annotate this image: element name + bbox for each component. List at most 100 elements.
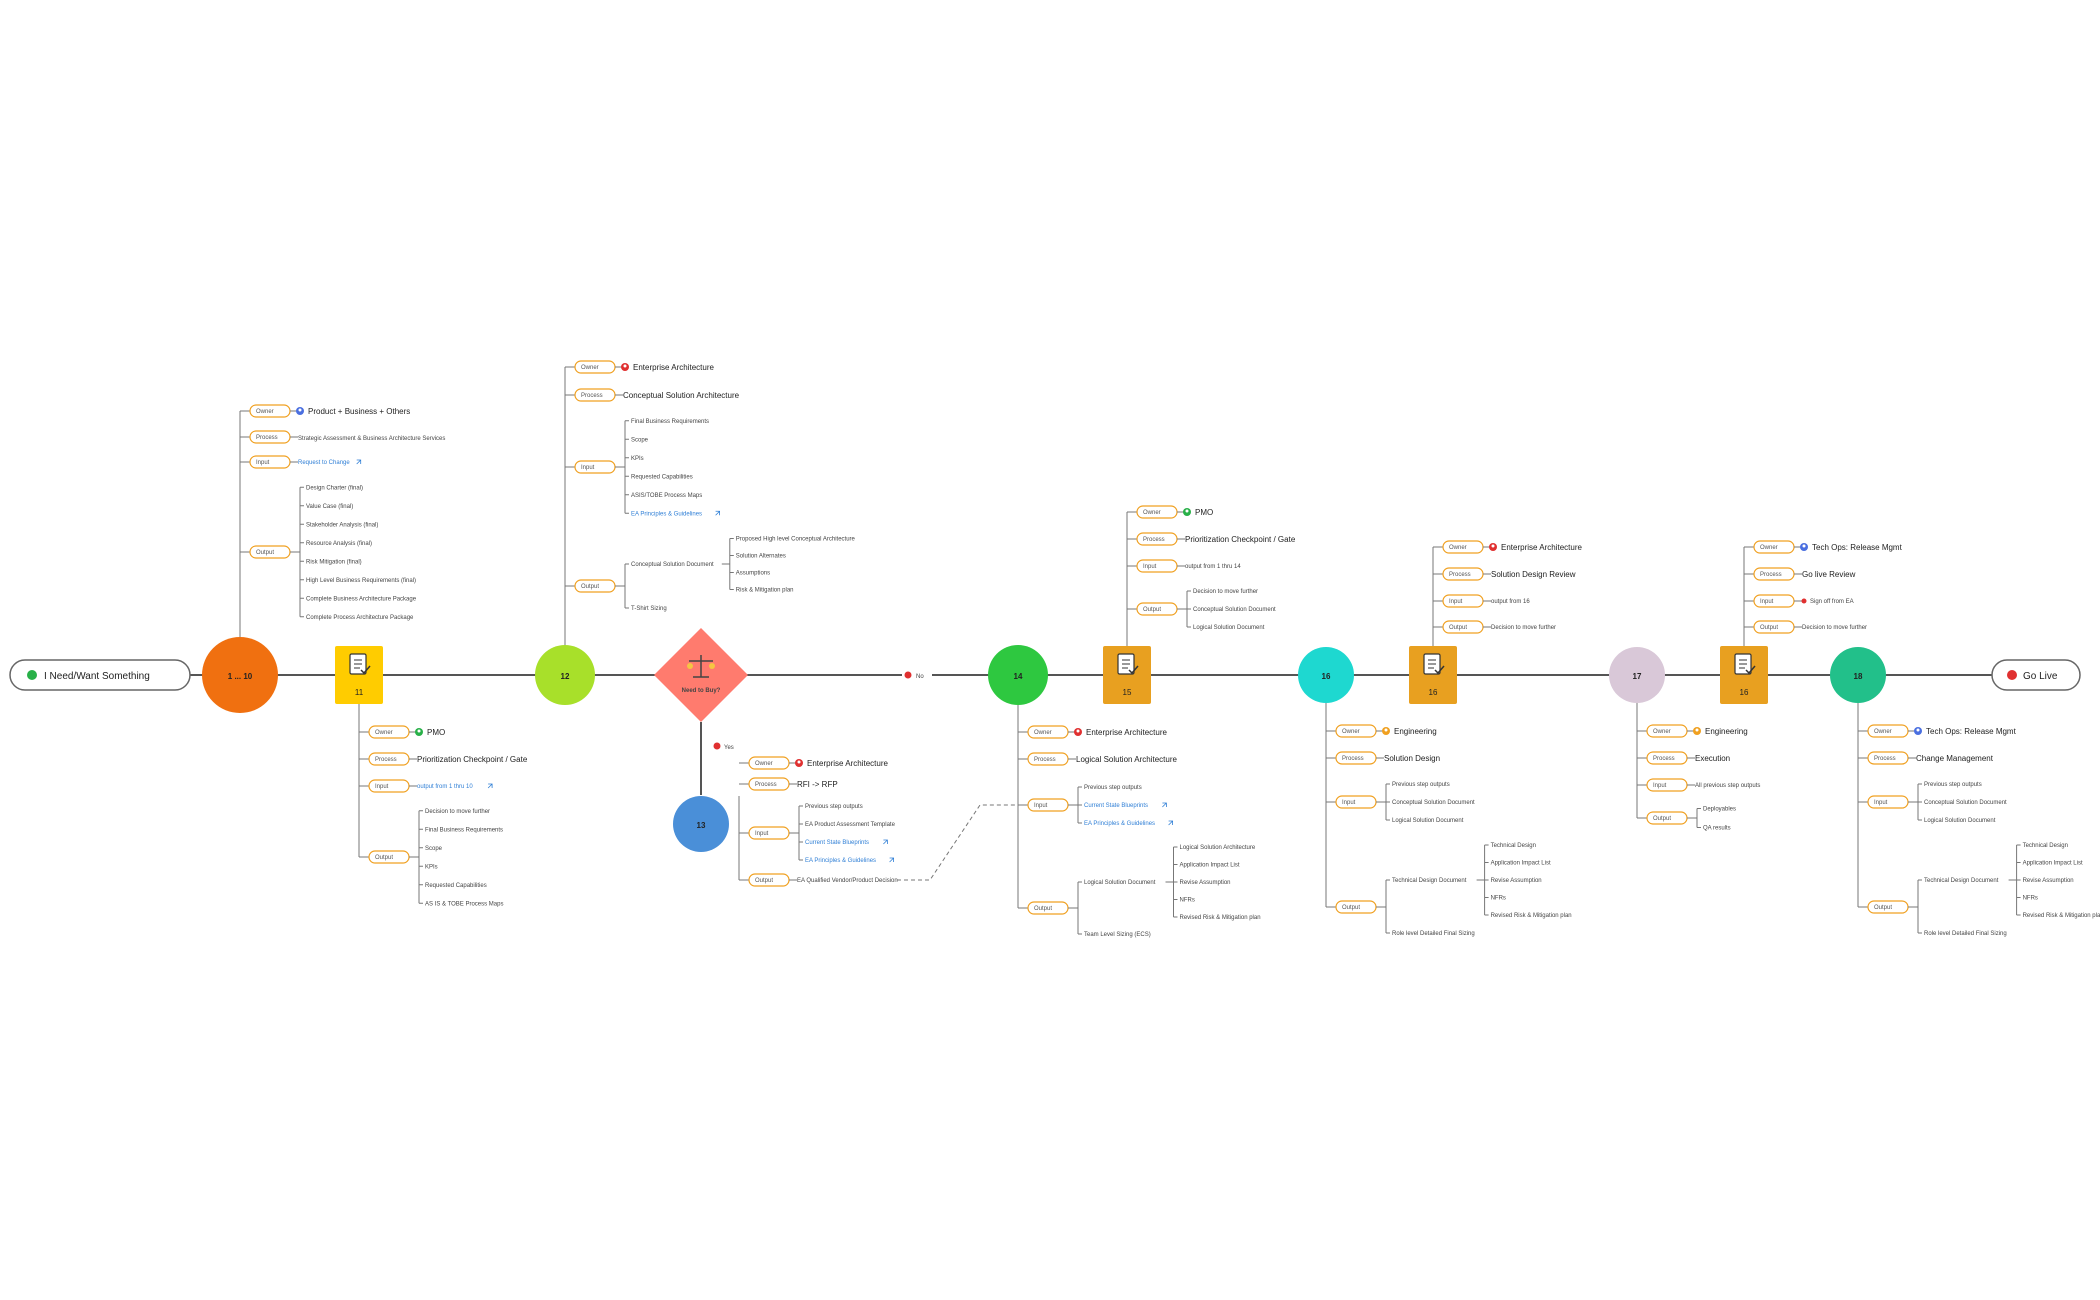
output-sub-item: Logical Solution Architecture — [1180, 845, 1256, 851]
pill-input[interactable]: Input — [1335, 795, 1377, 809]
pill-label: Input — [375, 784, 389, 790]
output-item: QA results — [1703, 826, 1731, 832]
pill-input[interactable]: Input — [1646, 778, 1688, 792]
pill-output[interactable]: Output — [1335, 900, 1377, 914]
pill-output[interactable]: Output — [1646, 811, 1688, 825]
pill-output[interactable]: Output — [748, 873, 790, 887]
pill-input[interactable]: Input — [1027, 798, 1069, 812]
pill-output[interactable]: Output — [249, 545, 291, 559]
pill-input[interactable]: Input — [748, 826, 790, 840]
output-sub-item: Assumptions — [736, 571, 770, 577]
checklist-icon — [1117, 653, 1139, 675]
pill-owner[interactable]: Owner — [368, 725, 410, 739]
node-label: 14 — [1014, 672, 1023, 681]
pill-output[interactable]: Output — [574, 579, 616, 593]
node-n11[interactable]: 11 — [335, 646, 383, 704]
checklist-icon — [349, 653, 371, 675]
output-sub-item: Revised Risk & Mitigation plan — [1180, 915, 1261, 921]
pill-output[interactable]: Output — [1867, 900, 1909, 914]
pill-owner[interactable]: Owner — [1027, 725, 1069, 739]
output-sub-item: Application Impact List — [1491, 861, 1551, 867]
pill-input[interactable]: Input — [249, 455, 291, 469]
gate-box — [335, 646, 383, 704]
svg-text:Go Live: Go Live — [2023, 671, 2058, 682]
output-item: AS IS & TOBE Process Maps — [425, 901, 503, 907]
pill-process[interactable]: Process — [1136, 532, 1178, 546]
node-label: 17 — [1633, 672, 1642, 681]
node-n18[interactable]: 18 — [1830, 647, 1886, 703]
node-n14[interactable]: 14 — [988, 645, 1048, 705]
pill-label: Owner — [1874, 729, 1892, 735]
output-sub-item: NFRs — [2023, 896, 2038, 902]
pill-process[interactable]: Process — [368, 752, 410, 766]
pill-owner[interactable]: Owner — [1136, 505, 1178, 519]
pill-output[interactable]: Output — [368, 850, 410, 864]
pill-owner[interactable]: Owner — [249, 404, 291, 418]
pill-owner[interactable]: Owner — [1442, 540, 1484, 554]
person-icon-head — [1491, 544, 1495, 548]
pill-label: Input — [1143, 564, 1157, 570]
input-item: EA Product Assessment Template — [805, 822, 896, 828]
node-n15[interactable]: 15 — [1103, 646, 1151, 704]
node-n17[interactable]: 17 — [1609, 647, 1665, 703]
pill-owner[interactable]: Owner — [1753, 540, 1795, 554]
input-item: Previous step outputs — [805, 804, 863, 810]
pill-process[interactable]: Process — [1646, 751, 1688, 765]
gate-label: 15 — [1123, 688, 1132, 697]
pill-output[interactable]: Output — [1753, 620, 1795, 634]
pill-process[interactable]: Process — [748, 777, 790, 791]
pill-owner[interactable]: Owner — [748, 756, 790, 770]
pill-output[interactable]: Output — [1027, 901, 1069, 915]
person-icon-head — [797, 760, 801, 764]
node-n12[interactable]: 12 — [535, 645, 595, 705]
process-value: Execution — [1695, 754, 1730, 763]
person-icon-head — [1384, 728, 1388, 732]
pill-output[interactable]: Output — [1442, 620, 1484, 634]
output-group: Technical Design Document — [1392, 878, 1467, 884]
pill-owner[interactable]: Owner — [574, 360, 616, 374]
node-n1[interactable]: 1 ... 10 — [202, 637, 278, 713]
pill-owner[interactable]: Owner — [1867, 724, 1909, 738]
output-item: Complete Business Architecture Package — [306, 596, 417, 602]
output-item: Scope — [425, 846, 443, 852]
pill-input[interactable]: Input — [1867, 795, 1909, 809]
end-node[interactable]: Go Live — [1991, 659, 2081, 691]
pill-label: Output — [1342, 905, 1360, 911]
external-link-icon — [889, 857, 894, 863]
pill-process[interactable]: Process — [249, 430, 291, 444]
pill-owner[interactable]: Owner — [1646, 724, 1688, 738]
pill-input[interactable]: Input — [1753, 594, 1795, 608]
start-node[interactable]: I Need/Want Something — [9, 659, 191, 691]
pill-input[interactable]: Input — [1442, 594, 1484, 608]
output-item: Value Case (final) — [306, 504, 353, 510]
pill-output[interactable]: Output — [1136, 602, 1178, 616]
input-value: Request to Change — [298, 460, 350, 466]
gate-box — [1103, 646, 1151, 704]
pill-label: Process — [1342, 756, 1364, 762]
pill-process[interactable]: Process — [1442, 567, 1484, 581]
node-n16[interactable]: 16 — [1298, 647, 1354, 703]
pill-input[interactable]: Input — [1136, 559, 1178, 573]
node-n16h[interactable]: 16 — [1720, 646, 1768, 704]
node-need[interactable]: Need to Buy? — [654, 628, 748, 722]
pill-input[interactable]: Input — [574, 460, 616, 474]
node-n16g[interactable]: 16 — [1409, 646, 1457, 704]
input-item: Scope — [631, 437, 649, 443]
input-item: Logical Solution Document — [1924, 818, 1996, 824]
pill-process[interactable]: Process — [574, 388, 616, 402]
process-value: Change Management — [1916, 754, 1994, 763]
pill-process[interactable]: Process — [1753, 567, 1795, 581]
node-n13[interactable]: 13 — [673, 796, 729, 852]
checklist-icon-check — [360, 665, 371, 675]
pill-input[interactable]: Input — [368, 779, 410, 793]
pill-process[interactable]: Process — [1335, 751, 1377, 765]
process-value: Prioritization Checkpoint / Gate — [417, 755, 528, 764]
process-value: Go live Review — [1802, 570, 1856, 579]
pill-owner[interactable]: Owner — [1335, 724, 1377, 738]
pill-process[interactable]: Process — [1867, 751, 1909, 765]
checklist-icon-lines — [1739, 659, 1747, 669]
pill-process[interactable]: Process — [1027, 752, 1069, 766]
flag-start-icon — [27, 670, 37, 680]
